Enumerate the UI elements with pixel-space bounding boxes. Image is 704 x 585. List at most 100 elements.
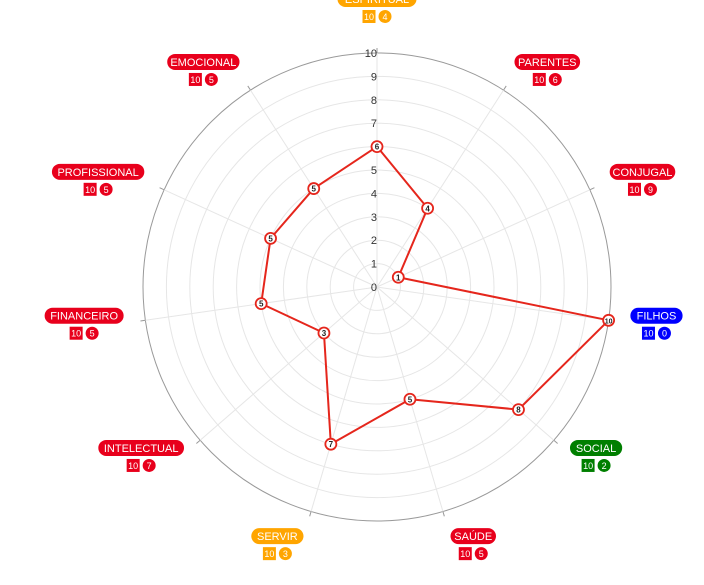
spoke-line [310, 286, 378, 512]
data-point-marker [370, 140, 384, 154]
category-pill [514, 53, 581, 70]
max-badge-box [532, 72, 546, 86]
max-badge-box [362, 10, 376, 23]
data-series-line [260, 145, 610, 446]
data-point-marker [421, 201, 435, 215]
outer-tick [553, 439, 558, 444]
category-pill [44, 307, 124, 324]
max-badge-box [641, 326, 655, 340]
score-badge: 4 [382, 12, 387, 22]
max-badge: 10 [460, 549, 470, 559]
tick-label: 0 [371, 282, 377, 294]
data-point-financeiro: 5 [254, 297, 268, 311]
data-point-servir: 7 [324, 437, 338, 451]
tick-label: 10 [365, 48, 377, 60]
data-point-social: 8 [512, 403, 525, 416]
spoke-line [376, 89, 504, 288]
tick-label: 4 [371, 188, 377, 200]
category-pill [569, 439, 623, 456]
max-badge-box [69, 326, 83, 340]
score-badge-circle [278, 547, 292, 561]
data-point-marker [254, 297, 268, 311]
data-point-marker [307, 182, 321, 195]
score-badge-circle [474, 547, 488, 561]
data-point-label: 10 [605, 318, 613, 325]
score-badge: 5 [209, 75, 214, 85]
spoke-line [376, 189, 591, 288]
data-point-label: 3 [322, 329, 327, 338]
data-point-profissional: 5 [264, 231, 277, 245]
data-point-label: 1 [396, 273, 401, 282]
category-pill [450, 528, 497, 545]
data-point-filhos: 10 [602, 313, 616, 327]
data-point-label: 5 [259, 300, 264, 309]
data-point-label: 7 [329, 440, 334, 449]
data-point-marker [602, 313, 616, 327]
category-label: SOCIAL [576, 443, 616, 455]
score-badge: 5 [479, 549, 484, 559]
tick-label: 2 [371, 235, 377, 247]
spoke-line [199, 286, 378, 441]
data-point-label: 6 [375, 143, 380, 152]
score-badge-circle [597, 458, 611, 472]
category-label: CONJUGAL [613, 167, 673, 179]
category-label: ESPIRITUAL [345, 0, 409, 6]
max-badge-box [83, 182, 97, 196]
category-pill [51, 163, 145, 180]
category-pill [337, 0, 417, 7]
score-badge-circle [378, 10, 392, 23]
outer-tick [442, 511, 445, 517]
data-point-emocional: 5 [307, 182, 321, 195]
outer-tick [159, 187, 165, 191]
grid-layer [140, 48, 614, 522]
data-point-marker [512, 403, 525, 416]
max-badge: 10 [264, 549, 274, 559]
score-badge: 3 [283, 549, 288, 559]
category-pill [98, 439, 185, 456]
score-badge-circle [657, 326, 671, 340]
max-badge: 10 [629, 185, 639, 195]
data-point-espiritual: 6 [370, 140, 384, 154]
score-badge: 7 [147, 461, 152, 471]
max-badge: 10 [364, 12, 374, 22]
outer-tick [309, 511, 312, 517]
score-badge: 2 [602, 461, 607, 471]
category-social: SOCIAL 10 2 [569, 439, 623, 472]
score-badge-circle [548, 72, 562, 86]
outer-tick [196, 439, 201, 444]
category-espiritual: ESPIRITUAL 10 4 [337, 0, 417, 23]
data-point-label: 8 [516, 406, 521, 415]
data-point-conjugal: 1 [391, 270, 405, 284]
tick-labels: 012345678910 [365, 48, 377, 294]
max-badge-box [126, 458, 140, 472]
data-point-label: 5 [268, 234, 273, 243]
category-label: SERVIR [257, 531, 298, 543]
data-point-marker [391, 270, 405, 284]
data-point-marker [317, 326, 331, 340]
spoke-line [376, 286, 609, 321]
score-badge-circle [142, 458, 156, 472]
score-badge-circle [99, 182, 113, 196]
max-badge: 10 [190, 75, 200, 85]
outer-tick [503, 85, 507, 91]
tick-label: 5 [371, 165, 377, 177]
tick-label: 3 [371, 212, 377, 224]
max-badge: 10 [128, 461, 138, 471]
tick-label: 7 [371, 118, 377, 130]
outer-tick [140, 319, 146, 322]
tick-label: 1 [371, 259, 377, 271]
max-badge-box [188, 72, 202, 86]
category-pill [167, 53, 240, 70]
data-point-label: 4 [425, 204, 430, 213]
data-point-saúde: 5 [403, 392, 417, 406]
tick-label: 9 [371, 71, 377, 83]
max-badge-box [262, 547, 276, 561]
max-badge: 10 [583, 461, 593, 471]
